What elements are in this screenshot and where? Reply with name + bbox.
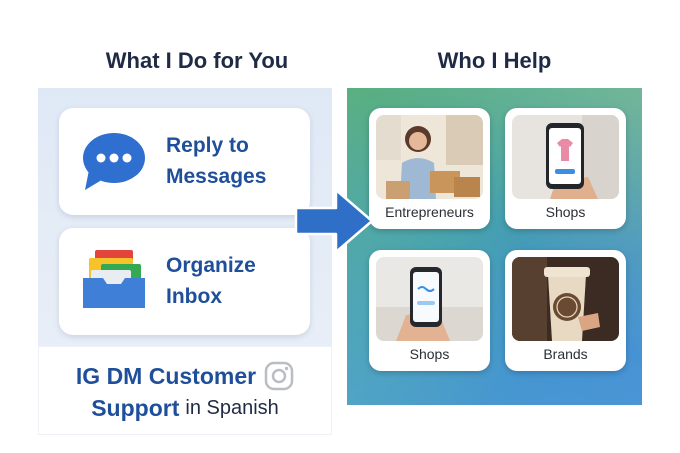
phone-in-hand-photo: [376, 257, 483, 341]
audience-tile-shops-2: Shops: [369, 250, 490, 371]
service-card-reply: Reply to Messages: [59, 108, 310, 215]
inbox-folder-icon: [83, 250, 145, 308]
arrow-right-icon: [294, 188, 374, 254]
support-text: IG DM Customer Support in Spanish: [38, 360, 332, 424]
section-heading-what-i-do: What I Do for You: [105, 48, 289, 73]
service-label: Organize Inbox: [166, 254, 256, 308]
instagram-icon: [264, 361, 294, 391]
service-card-organize: Organize Inbox: [59, 228, 310, 335]
tile-caption: Entrepreneurs: [385, 204, 474, 220]
tile-caption: Shops: [545, 204, 586, 220]
entrepreneur-photo: [376, 115, 483, 199]
audience-tile-brands: Brands: [505, 250, 626, 371]
section-heading-who-i-help: Who I Help: [437, 48, 552, 73]
support-line-2-bold: Support: [91, 394, 180, 421]
audience-tile-shops: Shops: [505, 108, 626, 229]
coffee-cup-photo: [512, 257, 619, 341]
support-panel: [38, 346, 332, 435]
tile-caption: Shops: [409, 346, 450, 362]
chat-bubble-icon: [83, 133, 145, 190]
service-label: Reply to Messages: [166, 134, 267, 188]
support-line-2-rest: in Spanish: [185, 396, 279, 419]
tile-caption: Brands: [543, 346, 588, 362]
shop-phone-photo: [512, 115, 619, 199]
audience-tile-entrepreneurs: Entrepreneurs: [369, 108, 490, 229]
support-line-1: IG DM Customer: [75, 362, 257, 389]
